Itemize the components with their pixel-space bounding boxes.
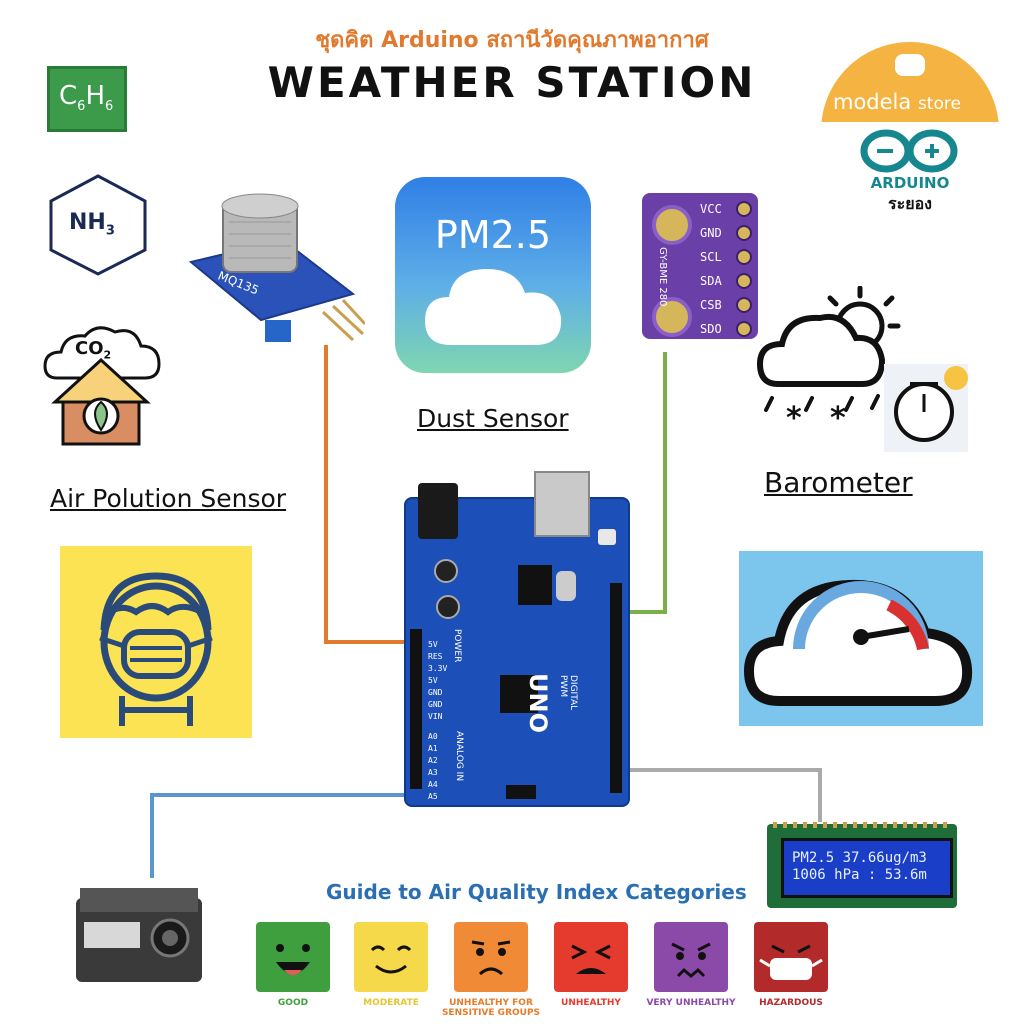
aqi-good: GOOD: [256, 922, 330, 1008]
aqi-moderate: MODERATE: [354, 922, 428, 1008]
aqi-moderate-label: MODERATE: [363, 998, 419, 1008]
analog-pin: A3: [428, 768, 438, 777]
aqi-unhealthy: UNHEALTHY: [554, 922, 628, 1008]
co2-sub: 2: [103, 348, 112, 362]
co2-house-icon: CO2: [37, 318, 165, 448]
aqi-unhealthy-label: UNHEALTHY: [561, 998, 621, 1008]
right-header: [610, 583, 622, 793]
cloud-icon: [425, 269, 562, 345]
analog-label: ANALOG IN: [454, 731, 464, 782]
ammonia-text: NH: [69, 210, 106, 235]
store-logo: modela store ARDUINO ระยอง: [821, 42, 999, 220]
bme-pin-label: SDA: [700, 273, 722, 288]
lcd-display: PM2.5 37.66ug/m3 1006 hPa : 53.6m: [767, 822, 957, 908]
aqi-usg: UNHEALTHY FOR SENSITIVE GROUPS: [442, 922, 540, 1018]
page-title: WEATHER STATION: [267, 58, 757, 107]
weather-icon: * *: [752, 286, 972, 456]
usg-face-icon: [454, 922, 528, 992]
mask-person-icon: [60, 546, 252, 738]
analog-pin: A0: [428, 732, 438, 741]
bme-pin-list: VCC GND SCL SDA CSB SDO: [700, 197, 756, 341]
blue-wire: [150, 793, 410, 878]
lcd-line-1: PM2.5 37.66ug/m3: [792, 850, 927, 866]
very-unhealthy-face-icon: [654, 922, 728, 992]
co2-text: CO: [75, 338, 104, 359]
bme-pin-label: GND: [700, 225, 722, 240]
power-label: POWER: [452, 629, 462, 663]
benzene-h: H: [85, 81, 105, 111]
thai-title: ชุดคิต Arduino สถานีวัดคุณภาพอากาศ: [315, 28, 709, 53]
pm25-tile: PM2.5: [395, 177, 591, 373]
power-pin-list: 5V RES 3.3V 5V GND GND VIN: [428, 639, 447, 723]
arduino-uno-board: UNO POWER DIGITAL PWM ANALOG IN 5V RES 3…: [404, 471, 630, 807]
board-name: UNO: [524, 673, 552, 733]
logo-brand-suffix: store: [917, 94, 961, 114]
orange-wire: [324, 345, 420, 644]
benzene-sub1: 6: [77, 99, 86, 115]
ammonia-sub: 3: [105, 223, 115, 239]
aqi-legend: GOOD MODERATE UNHEALTHY FOR SENSITIVE GR…: [250, 920, 870, 1020]
lcd-screen: PM2.5 37.66ug/m3 1006 hPa : 53.6m: [781, 838, 953, 898]
svg-text:*: *: [786, 401, 802, 436]
reset-button: [598, 529, 616, 545]
benzene-sub2: 6: [105, 99, 114, 115]
bme-pin-label: SCL: [700, 249, 722, 264]
power-jack: [418, 483, 458, 539]
usb-port: [534, 471, 590, 537]
barometer-cloud-icon: [739, 551, 983, 726]
power-pin: GND: [428, 688, 443, 697]
gray-wire: [618, 768, 822, 822]
analog-pin: A2: [428, 756, 438, 765]
aqi-very-unhealthy-label: VERY UNHEALTHY: [646, 998, 736, 1008]
robot-icon: [895, 54, 925, 76]
hazardous-face-icon: [754, 922, 828, 992]
logo-location: ระยอง: [888, 194, 932, 213]
lcd-line-2: 1006 hPa : 53.6m: [792, 867, 927, 883]
dust-sensor-label: Dust Sensor: [417, 404, 569, 433]
aqi-title: Guide to Air Quality Index Categories: [326, 880, 747, 904]
arduino-infinity-icon: [860, 129, 958, 173]
good-face-icon: [256, 922, 330, 992]
benzene-c: C: [59, 81, 78, 111]
ammonia-icon: NH3: [47, 172, 149, 278]
power-pin: 3.3V: [428, 664, 448, 673]
moderate-face-icon: [354, 922, 428, 992]
bme-pin-label: SDO: [700, 321, 722, 336]
analog-pin: A4: [428, 780, 438, 789]
power-pin: 5V: [428, 640, 438, 649]
power-pin: 5V: [428, 676, 438, 685]
power-pin: RES: [428, 652, 443, 661]
aqi-good-label: GOOD: [277, 998, 309, 1008]
svg-text:*: *: [830, 401, 846, 436]
air-pollution-label: Air Polution Sensor: [50, 484, 287, 513]
aqi-hazardous: HAZARDOUS: [754, 922, 828, 1008]
benzene-icon: C6H6: [47, 66, 127, 132]
logo-brand: modela: [833, 90, 912, 114]
bme-chip-label: GY-BME 280: [657, 247, 668, 307]
analog-pin: A1: [428, 744, 438, 753]
power-pin: GND: [428, 700, 443, 709]
left-header: [410, 629, 422, 789]
bme-pin-label: CSB: [700, 297, 722, 312]
aqi-very-unhealthy: VERY UNHEALTHY: [646, 922, 736, 1008]
aqi-usg-label: UNHEALTHY FOR SENSITIVE GROUPS: [441, 998, 541, 1018]
analog-pin: A5: [428, 792, 438, 801]
bme280-sensor: GY-BME 280 VCC GND SCL SDA CSB SDO: [642, 193, 758, 339]
aqi-hazardous-label: HAZARDOUS: [759, 998, 823, 1008]
barometer-label: Barometer: [764, 466, 913, 499]
bme-pin-label: VCC: [700, 201, 722, 216]
analog-pin-list: A0 A1 A2 A3 A4 A5: [428, 731, 438, 803]
power-pin: VIN: [428, 712, 443, 721]
unhealthy-face-icon: [554, 922, 628, 992]
digital-label: DIGITAL PWM: [558, 675, 578, 711]
mq135-sensor: MQ135: [183, 192, 365, 352]
dust-sensor-module: [70, 882, 208, 986]
pm25-text: PM2.5: [434, 213, 552, 257]
logo-arduino: ARDUINO: [870, 174, 950, 192]
